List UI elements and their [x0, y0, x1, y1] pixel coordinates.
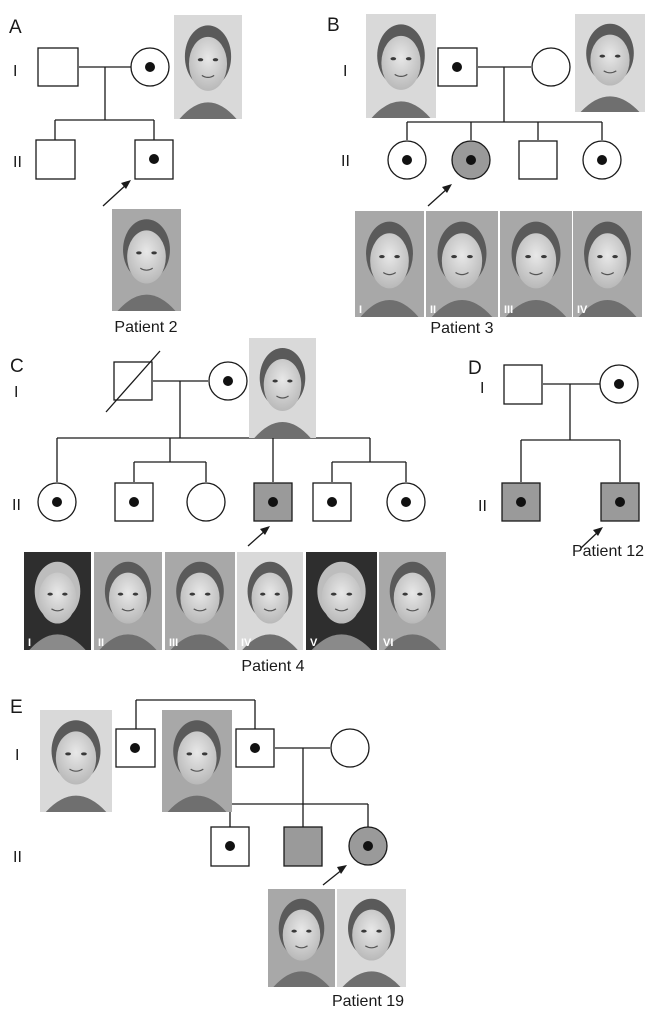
carrier-dot [268, 497, 278, 507]
portrait-photo [174, 15, 242, 119]
portrait-photo: IV [573, 211, 642, 317]
portrait-photo: IV [237, 552, 303, 650]
portrait-photo: VI [379, 552, 446, 650]
deceased-slash [105, 350, 161, 413]
portrait-photo: III [500, 211, 572, 317]
carrier-dot [129, 497, 139, 507]
portrait-photo [366, 14, 436, 118]
portrait-photo [249, 338, 316, 438]
photo-label: I [359, 304, 362, 316]
portrait-photo: I [355, 211, 424, 317]
carrier-dot [402, 155, 412, 165]
portrait-photo: II [426, 211, 498, 317]
female-unaffected-symbol [330, 728, 370, 768]
carrier-dot [516, 497, 526, 507]
carrier-dot [130, 743, 140, 753]
panel-b-generation-i: I [343, 63, 347, 80]
proband-arrow [247, 526, 270, 547]
carrier-dot [250, 743, 260, 753]
photo-label: V [310, 637, 318, 649]
carrier-dot [145, 62, 155, 72]
carrier-dot [52, 497, 62, 507]
carrier-dot [615, 497, 625, 507]
photo-label: II [98, 637, 104, 649]
panel-c-connectors [56, 380, 407, 482]
panel-e-connectors [135, 699, 369, 827]
panel-a: A I II Patient 2 [9, 15, 242, 336]
panel-b: B I II I II III IV Pat [327, 14, 645, 337]
photo-label: III [504, 304, 513, 316]
proband-arrow [427, 184, 452, 207]
photo-label: IV [577, 304, 588, 316]
panel-d-generation-ii: II [478, 498, 487, 515]
carrier-dot [363, 841, 373, 851]
panel-d-letter: D [468, 358, 482, 379]
photo-label: II [430, 304, 436, 316]
panel-c: C I II [10, 338, 446, 675]
portrait-photo [40, 710, 112, 812]
photo-label: III [169, 637, 178, 649]
panel-a-generation-ii: II [13, 154, 22, 171]
portrait-photo [337, 889, 406, 987]
portrait-photo: V [306, 552, 377, 650]
proband-arrow [580, 527, 603, 549]
patient-caption: Patient 4 [241, 658, 304, 675]
panel-d-connectors [520, 383, 621, 482]
carrier-dot [452, 62, 462, 72]
female-unaffected-symbol [186, 482, 226, 522]
panel-c-generation-ii: II [12, 497, 21, 514]
male-unaffected-symbol [35, 139, 76, 180]
portrait-photo: I [24, 552, 91, 650]
portrait-photo [575, 14, 645, 112]
male-unaffected-symbol [503, 364, 543, 405]
proband-arrow [102, 180, 131, 207]
photo-label: VI [383, 637, 393, 649]
panel-e-generation-i: I [15, 747, 19, 764]
panel-a-letter: A [9, 17, 22, 38]
portrait-photo [112, 209, 181, 311]
portrait-photo [162, 710, 232, 812]
patient-caption: Patient 19 [332, 993, 404, 1010]
panel-d-generation-i: I [480, 380, 484, 397]
portrait-photo [268, 889, 335, 987]
male-carrier-symbol [210, 826, 250, 867]
panel-e: E I II Patient [10, 697, 406, 1010]
male-unaffected-symbol [37, 47, 79, 87]
photo-label: I [28, 637, 31, 649]
carrier-dot [223, 376, 233, 386]
panel-c-letter: C [10, 356, 24, 377]
panel-e-letter: E [10, 697, 23, 718]
panel-e-generation-ii: II [13, 849, 22, 866]
panel-b-letter: B [327, 15, 340, 36]
female-unaffected-symbol [531, 47, 571, 87]
patient-caption: Patient 2 [114, 319, 177, 336]
carrier-dot [466, 155, 476, 165]
portrait-photo: II [94, 552, 162, 650]
carrier-dot [597, 155, 607, 165]
carrier-dot [614, 379, 624, 389]
panel-a-generation-i: I [13, 63, 17, 80]
panel-a-connectors [54, 66, 155, 140]
carrier-dot [401, 497, 411, 507]
photo-label: IV [241, 637, 252, 649]
male-affected-symbol [283, 826, 323, 867]
proband-arrow [322, 865, 347, 886]
patient-caption: Patient 3 [430, 320, 493, 337]
panel-b-generation-ii: II [341, 153, 350, 170]
male-unaffected-symbol [518, 140, 558, 180]
carrier-dot [149, 154, 159, 164]
panel-d: D I II Patient 12 [468, 358, 644, 560]
patient-caption: Patient 12 [572, 543, 644, 560]
panel-c-generation-i: I [14, 384, 18, 401]
panel-b-connectors [406, 66, 603, 140]
carrier-dot [327, 497, 337, 507]
portrait-photo: III [165, 552, 235, 650]
carrier-dot [225, 841, 235, 851]
